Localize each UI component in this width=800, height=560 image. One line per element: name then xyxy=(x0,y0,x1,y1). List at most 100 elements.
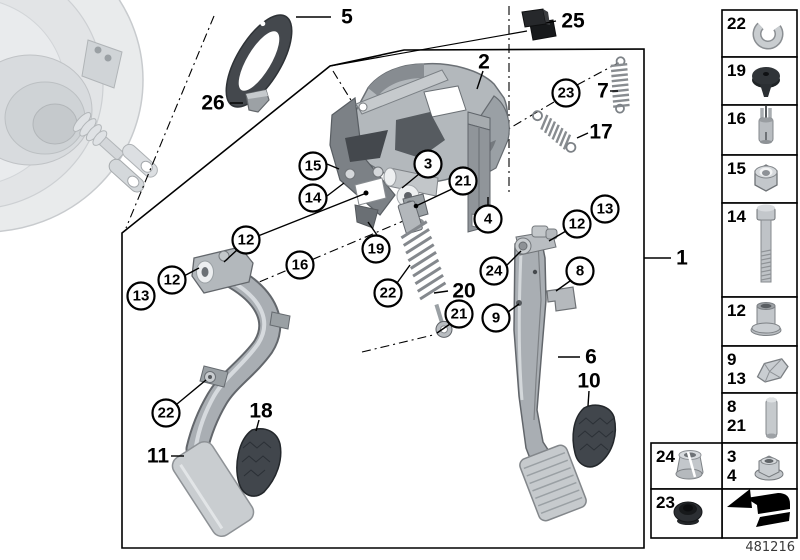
callout-3[interactable]: 3 xyxy=(413,149,443,179)
svg-text:12: 12 xyxy=(238,232,255,249)
label-26[interactable]: 26 xyxy=(201,92,224,115)
sidebar-cell-9-13[interactable]: 9 13 xyxy=(721,345,798,394)
frame-construction-line xyxy=(329,30,528,67)
svg-text:8: 8 xyxy=(576,263,584,280)
clip-part xyxy=(245,89,270,113)
svg-text:21: 21 xyxy=(451,306,468,323)
callout-13-clutch[interactable]: 13 xyxy=(126,281,156,311)
hex-nut-icon xyxy=(754,164,778,192)
callout-12-clutch[interactable]: 12 xyxy=(157,265,187,295)
label-17[interactable]: 17 xyxy=(589,121,612,144)
svg-text:8: 8 xyxy=(727,397,736,416)
sidebar-cell-22[interactable]: 22 xyxy=(721,9,798,58)
callout-12-brake[interactable]: 12 xyxy=(562,209,592,239)
spring-damper xyxy=(397,193,453,338)
flange-nut-icon xyxy=(754,455,784,481)
label-1[interactable]: 1 xyxy=(676,247,688,270)
label-6[interactable]: 6 xyxy=(585,346,597,369)
sidebar-cell-23[interactable]: 23 xyxy=(650,488,723,539)
sidebar-cell-8-21[interactable]: 8 21 xyxy=(721,392,798,444)
svg-text:3: 3 xyxy=(424,156,432,173)
callout-24[interactable]: 24 xyxy=(479,256,509,286)
sidebar-cell-24[interactable]: 24 xyxy=(650,442,723,490)
label-7[interactable]: 7 xyxy=(597,80,609,103)
svg-text:23: 23 xyxy=(656,493,675,512)
sidebar-cell-15[interactable]: 15 xyxy=(721,154,798,204)
switch-part xyxy=(521,8,557,41)
callout-12-clutch-upper[interactable]: 12 xyxy=(231,225,261,255)
back-arrow-cell[interactable] xyxy=(721,488,798,539)
callout-9[interactable]: 9 xyxy=(481,303,511,333)
clutch-pedal xyxy=(171,246,291,538)
c-clip-icon xyxy=(752,18,784,50)
brake-pedal xyxy=(513,225,587,522)
label-2[interactable]: 2 xyxy=(478,51,490,74)
brake-pedal-pad xyxy=(572,404,617,468)
callout-23[interactable]: 23 xyxy=(551,78,581,108)
svg-text:22: 22 xyxy=(380,285,397,302)
split-bushing-icon xyxy=(675,450,704,480)
label-5[interactable]: 5 xyxy=(341,6,353,29)
label-20[interactable]: 20 xyxy=(452,280,475,303)
svg-text:15: 15 xyxy=(727,159,746,178)
svg-text:9: 9 xyxy=(492,310,500,327)
svg-text:15: 15 xyxy=(305,158,322,175)
brake-booster-illustration xyxy=(0,0,158,233)
svg-text:24: 24 xyxy=(656,447,675,466)
svg-text:14: 14 xyxy=(727,207,746,226)
svg-text:13: 13 xyxy=(727,369,746,388)
callout-16[interactable]: 16 xyxy=(285,250,315,280)
callout-22-clutch[interactable]: 22 xyxy=(151,398,181,428)
callout-21-top[interactable]: 21 xyxy=(448,166,478,196)
rubber-grommet-icon xyxy=(673,501,703,525)
label-10[interactable]: 10 xyxy=(577,370,600,393)
clutch-pedal-pad xyxy=(236,428,282,497)
svg-text:21: 21 xyxy=(455,173,472,190)
return-arrow-icon xyxy=(727,489,790,527)
pedal-bracket xyxy=(329,62,510,233)
expansion-rivet-icon xyxy=(758,106,774,144)
svg-text:21: 21 xyxy=(727,416,746,435)
svg-text:23: 23 xyxy=(558,85,575,102)
svg-text:22: 22 xyxy=(727,14,746,33)
sidebar-cell-3-4[interactable]: 3 4 xyxy=(721,442,798,490)
callout-15[interactable]: 15 xyxy=(298,151,328,181)
label-18[interactable]: 18 xyxy=(249,400,273,423)
sidebar-cell-16[interactable]: 16 xyxy=(721,104,798,156)
gasket-part xyxy=(225,14,293,108)
svg-text:12: 12 xyxy=(164,272,181,289)
callout-21-bottom[interactable]: 21 xyxy=(444,299,474,329)
image-code: 481216 xyxy=(745,540,795,555)
booster-pushrod-fork xyxy=(72,112,158,193)
sidebar-cell-19[interactable]: 19 xyxy=(721,56,798,106)
pin-icon xyxy=(765,397,778,439)
callout-8[interactable]: 8 xyxy=(565,256,595,286)
hex-bolt-icon xyxy=(756,204,776,283)
svg-text:16: 16 xyxy=(727,109,746,128)
callout-22-damper[interactable]: 22 xyxy=(373,278,403,308)
grommet-plug-icon xyxy=(752,67,780,97)
svg-text:12: 12 xyxy=(569,216,586,233)
svg-text:14: 14 xyxy=(305,190,322,207)
sidebar-cell-14[interactable]: 14 xyxy=(721,202,798,298)
callout-19[interactable]: 19 xyxy=(361,234,391,264)
leader-lines xyxy=(171,16,671,457)
sidebar-cell-12[interactable]: 12 xyxy=(721,296,798,347)
svg-text:13: 13 xyxy=(597,201,614,218)
parts-sidebar: 22 19 16 xyxy=(650,9,798,539)
svg-text:4: 4 xyxy=(484,211,493,228)
label-25[interactable]: 25 xyxy=(561,10,585,33)
callout-4[interactable]: 4 xyxy=(473,204,503,234)
svg-text:3: 3 xyxy=(727,447,736,466)
svg-text:19: 19 xyxy=(727,61,746,80)
svg-text:13: 13 xyxy=(133,288,150,305)
callout-14[interactable]: 14 xyxy=(298,183,328,213)
svg-text:12: 12 xyxy=(727,301,746,320)
svg-text:16: 16 xyxy=(292,257,309,274)
bushing-icon xyxy=(750,302,782,336)
callout-13-brake[interactable]: 13 xyxy=(590,194,620,224)
label-11[interactable]: 11 xyxy=(147,445,170,468)
svg-text:9: 9 xyxy=(727,350,736,369)
